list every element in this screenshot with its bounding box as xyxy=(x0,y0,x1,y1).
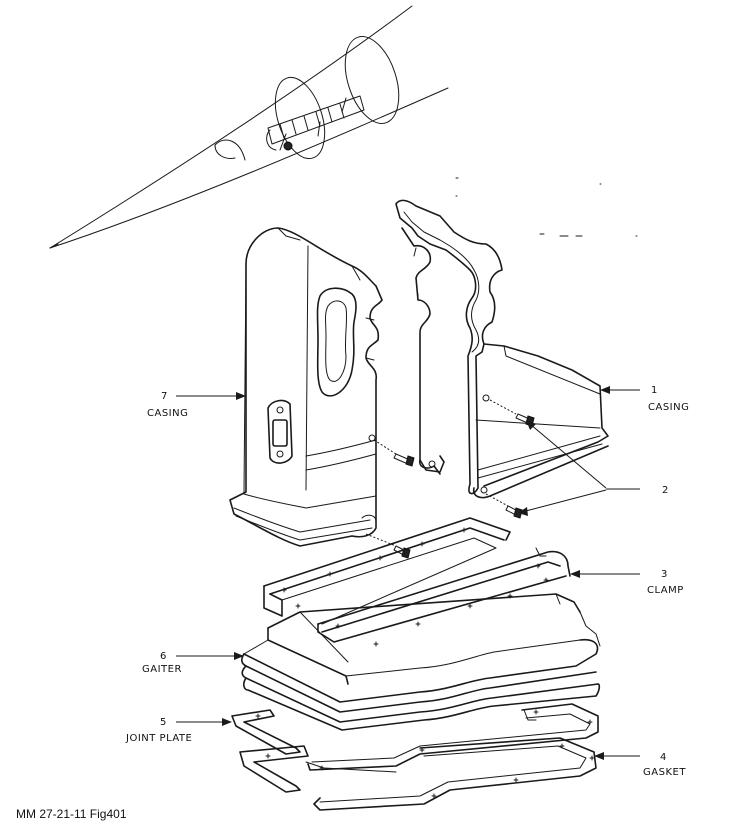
callout-2-number: 2 xyxy=(662,485,669,496)
joint-plate-item-5 xyxy=(231,703,599,771)
callout-3-label: CLAMP xyxy=(647,585,684,596)
callout-7-number: 7 xyxy=(161,391,168,402)
callout-4-number: 4 xyxy=(660,752,667,763)
callout-5-label: JOINT PLATE xyxy=(125,733,192,744)
callout-1-label: CASING xyxy=(648,402,689,413)
gasket-item-4 xyxy=(239,737,597,811)
clamp-rivet-marks xyxy=(281,527,549,647)
casing-right-item-1 xyxy=(395,199,609,499)
callout-6-label: GAITER xyxy=(142,664,182,675)
gaiter-item-6 xyxy=(241,593,601,731)
background-dash-marks xyxy=(455,177,638,237)
callout-3-number: 3 xyxy=(661,569,668,580)
casing-left-item-7 xyxy=(229,227,383,547)
callout-6-number: 6 xyxy=(160,651,167,662)
aircraft-location-view xyxy=(49,5,449,249)
clamp-item-3 xyxy=(263,517,571,647)
callout-7-label: CASING xyxy=(147,408,188,419)
callout-labels: 1 CASING 2 3 CLAMP 4 GASKET 5 JOINT PLAT… xyxy=(125,385,689,778)
callout-1-number: 1 xyxy=(651,385,658,396)
callout-5-number: 5 xyxy=(160,717,167,728)
callout-4-label: GASKET xyxy=(643,767,686,778)
callout-leaders xyxy=(176,386,640,760)
figure-caption: MM 27-21-11 Fig401 xyxy=(16,807,127,821)
